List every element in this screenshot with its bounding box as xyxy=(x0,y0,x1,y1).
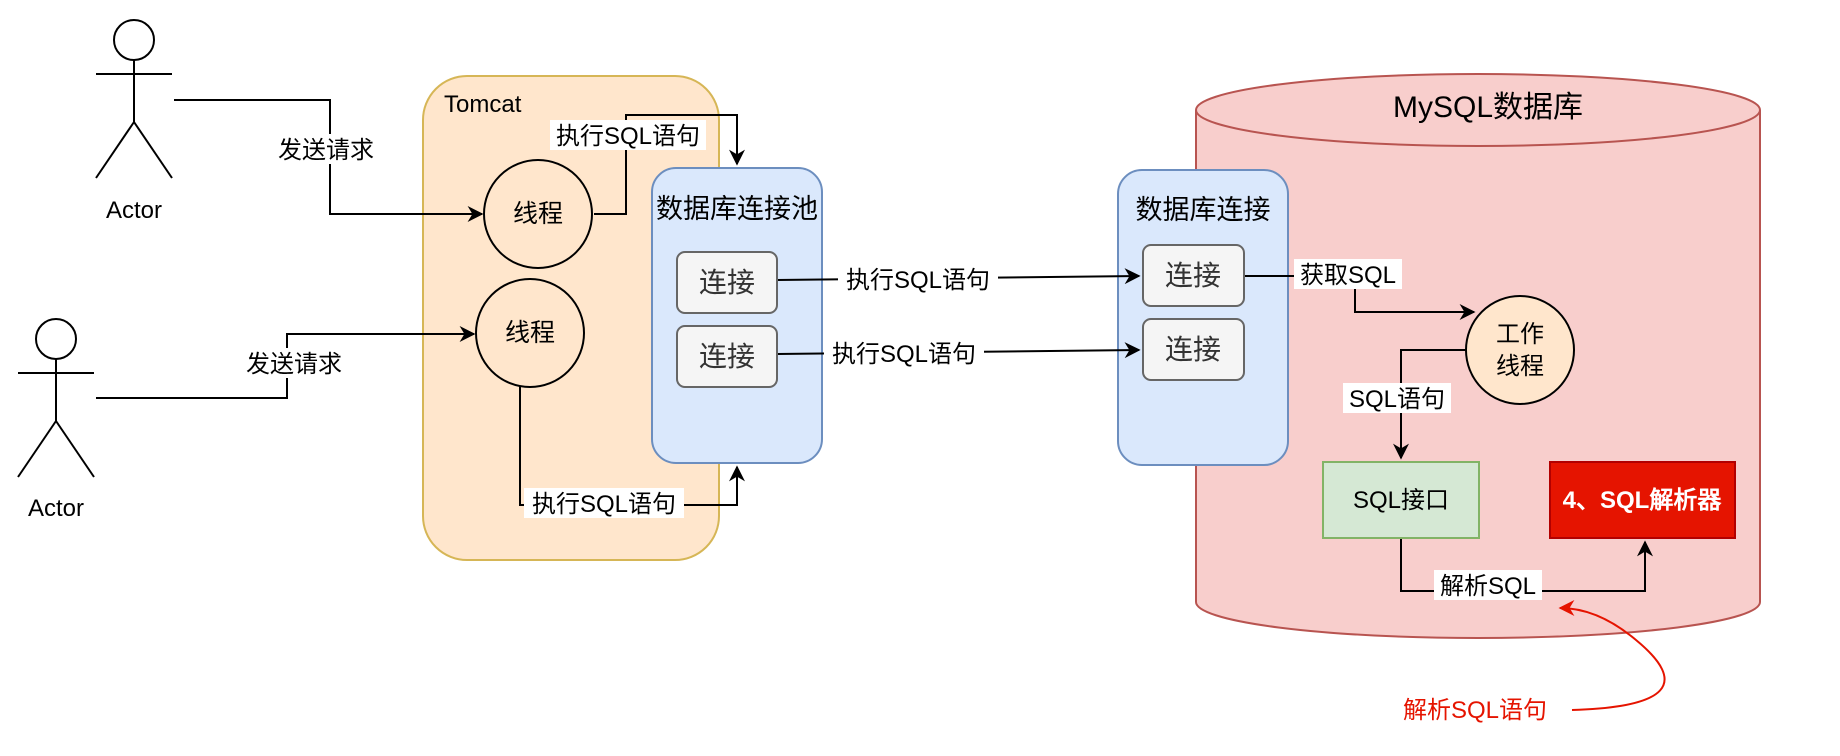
pool-connection-2 xyxy=(676,325,778,388)
db-connection-box xyxy=(1117,169,1289,466)
thread-top-circle xyxy=(483,159,593,269)
worker-thread-circle xyxy=(1465,295,1575,405)
pool-connection-1 xyxy=(676,251,778,314)
actor-top-figure xyxy=(95,19,173,179)
sql-parser-box xyxy=(1549,461,1736,539)
label-exec-sql-conn2: 执行SQL语句 xyxy=(832,341,976,368)
db-connection-title: 数据库连接 xyxy=(1136,195,1271,225)
sql-interface-label: SQL接口 xyxy=(1353,487,1449,514)
actor-bottom-label: Actor xyxy=(28,495,84,522)
worker-thread-label-line1: 工作 xyxy=(1496,321,1544,348)
annotation-parse-sql-statement: 解析SQL语句 xyxy=(1403,697,1547,724)
annotation-arrow xyxy=(1558,600,1666,711)
db-connection-2 xyxy=(1142,318,1245,381)
db-connection-1 xyxy=(1142,244,1245,307)
thread-bottom-label: 线程 xyxy=(505,319,555,347)
sql-interface-box xyxy=(1322,461,1480,539)
thread-top-label: 线程 xyxy=(513,200,563,228)
thread-bottom-circle xyxy=(475,278,585,388)
worker-thread-label-line2: 线程 xyxy=(1496,353,1544,380)
actor-bottom-figure xyxy=(17,318,95,478)
pool-connection-2-label: 连接 xyxy=(699,341,755,372)
label-parse-sql: 解析SQL xyxy=(1440,573,1536,600)
tomcat-title: Tomcat xyxy=(444,91,522,118)
label-exec-sql-conn1: 执行SQL语句 xyxy=(846,267,990,294)
sql-parser-label: 4、SQL解析器 xyxy=(1563,486,1723,514)
mysql-title: MySQL数据库 xyxy=(1393,91,1583,124)
label-send-request-top: 发送请求 xyxy=(278,137,374,164)
edge-worker-to-sql-interface xyxy=(1393,349,1466,460)
connection-pool-box xyxy=(651,167,823,464)
label-sql-statement: SQL语句 xyxy=(1349,386,1445,413)
label-exec-sql-top: 执行SQL语句 xyxy=(556,123,700,150)
db-connection-2-label: 连接 xyxy=(1165,334,1221,365)
connection-pool-title: 数据库连接池 xyxy=(656,194,818,224)
edge-thread-top-to-pool xyxy=(594,114,745,215)
actor-top-label: Actor xyxy=(106,197,162,224)
label-exec-sql-bottom: 执行SQL语句 xyxy=(532,491,676,518)
pool-connection-1-label: 连接 xyxy=(699,267,755,298)
db-connection-1-label: 连接 xyxy=(1165,260,1221,291)
label-get-sql: 获取SQL xyxy=(1300,262,1396,289)
label-send-request-bottom: 发送请求 xyxy=(246,351,342,378)
